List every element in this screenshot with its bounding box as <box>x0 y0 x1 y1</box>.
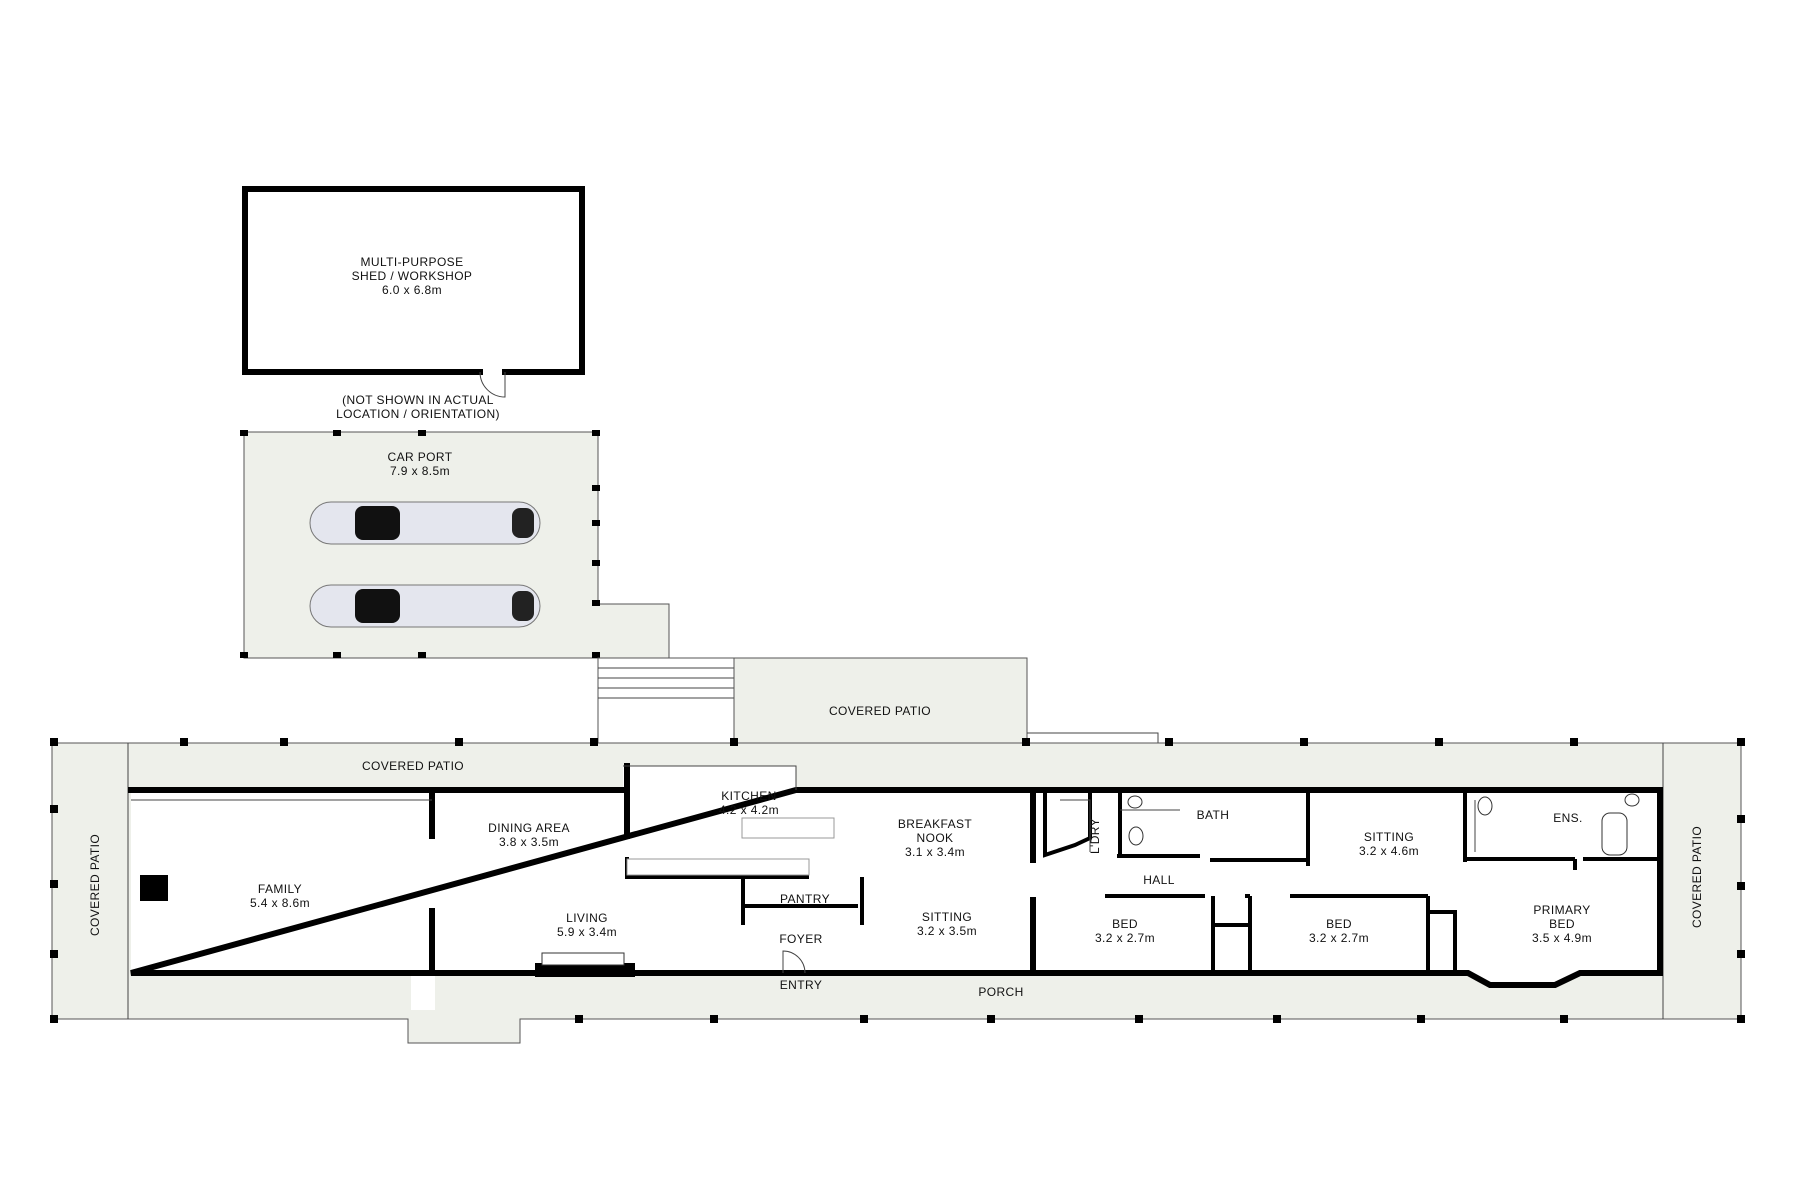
car-icon <box>309 584 541 628</box>
room-nook-name-2: NOOK <box>917 831 954 845</box>
room-laundry-name: L'DRY <box>1088 818 1102 854</box>
location-note: (NOT SHOWN IN ACTUAL <box>342 393 494 407</box>
house <box>128 763 1663 1010</box>
shed-name-2: SHED / WORKSHOP <box>352 269 473 283</box>
room-bed2-size: 3.2 x 2.7m <box>1309 931 1369 945</box>
steps <box>597 657 735 744</box>
room-family-name: FAMILY <box>258 882 302 896</box>
room-primary-name: PRIMARY <box>1533 903 1590 917</box>
room-nook-name: BREAKFAST <box>898 817 973 831</box>
covered-patio-right-label: COVERED PATIO <box>1690 826 1704 928</box>
room-family-size: 5.4 x 8.6m <box>250 896 310 910</box>
entry-door <box>782 950 806 974</box>
carport-size: 7.9 x 8.5m <box>390 464 450 478</box>
room-sitting1-name: SITTING <box>922 910 972 924</box>
room-bed2-name: BED <box>1326 917 1352 931</box>
fireplace <box>140 875 168 901</box>
room-kitchen-name: KITCHEN <box>721 789 776 803</box>
room-bed1-name: BED <box>1112 917 1138 931</box>
room-ensuite-name: ENS. <box>1553 811 1583 825</box>
room-dining-name: DINING AREA <box>488 821 570 835</box>
room-kitchen-size: 4.2 x 4.2m <box>719 803 779 817</box>
shed: MULTI-PURPOSE SHED / WORKSHOP 6.0 x 6.8m <box>242 186 585 398</box>
toilet-icon <box>1624 793 1640 807</box>
covered-patio-top <box>733 657 1028 744</box>
sink-icon <box>1477 796 1493 816</box>
toilet-icon <box>1127 795 1143 809</box>
room-primary-name-2: BED <box>1549 917 1575 931</box>
fireplace-hearth <box>535 963 635 977</box>
room-living-size: 5.9 x 3.4m <box>557 925 617 939</box>
room-bed1-size: 3.2 x 2.7m <box>1095 931 1155 945</box>
carport: CAR PORT 7.9 x 8.5m <box>240 430 670 659</box>
carport-name: CAR PORT <box>388 450 453 464</box>
room-sitting2-size: 3.2 x 4.6m <box>1359 844 1419 858</box>
sink-icon <box>1128 826 1144 846</box>
covered-patio-top-label: COVERED PATIO <box>829 704 931 718</box>
room-pantry-name: PANTRY <box>780 892 830 906</box>
location-note-2: LOCATION / ORIENTATION) <box>336 407 500 421</box>
room-foyer-name: FOYER <box>779 932 822 946</box>
room-living-name: LIVING <box>566 911 608 925</box>
room-entry-name: ENTRY <box>780 978 822 992</box>
covered-patio-left-label: COVERED PATIO <box>88 834 102 936</box>
room-bath-name: BATH <box>1197 808 1230 822</box>
shed-size: 6.0 x 6.8m <box>382 283 442 297</box>
room-sitting1-size: 3.2 x 3.5m <box>917 924 977 938</box>
room-porch-name: PORCH <box>978 985 1023 999</box>
bathtub-icon <box>1601 812 1628 856</box>
room-nook-size: 3.1 x 3.4m <box>905 845 965 859</box>
room-hall-name: HALL <box>1143 873 1175 887</box>
room-dining-size: 3.8 x 3.5m <box>499 835 559 849</box>
room-sitting2-name: SITTING <box>1364 830 1414 844</box>
shed-name: MULTI-PURPOSE <box>361 255 464 269</box>
room-primary-size: 3.5 x 4.9m <box>1532 931 1592 945</box>
car-icon <box>309 501 541 545</box>
covered-patio-main-label: COVERED PATIO <box>362 759 464 773</box>
